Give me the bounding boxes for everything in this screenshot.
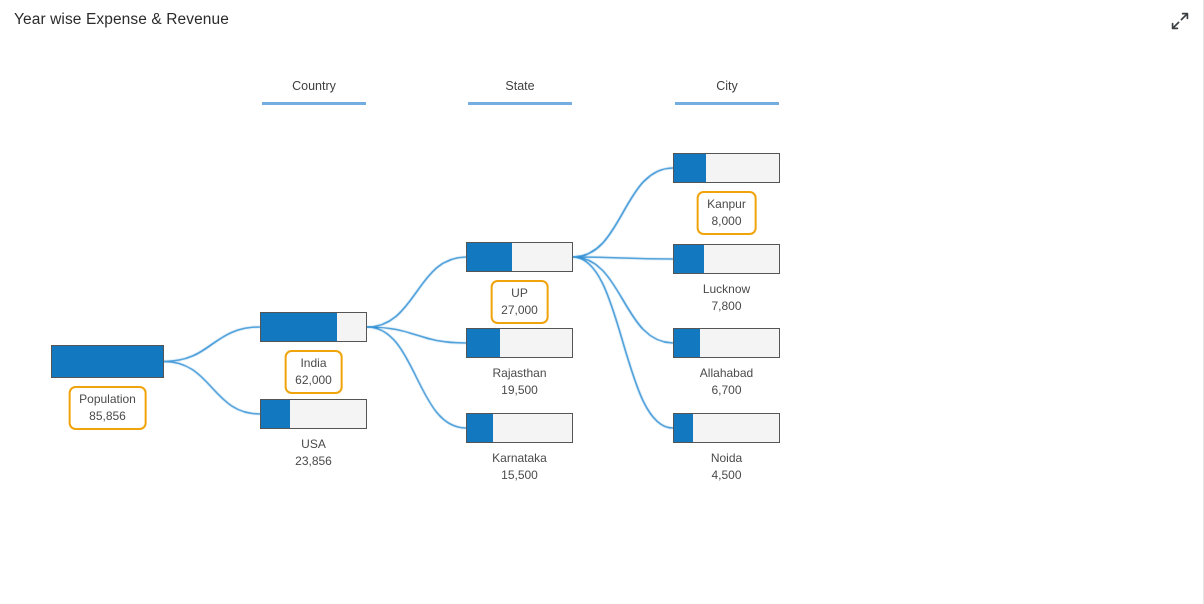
node-value: 7,800 — [711, 298, 742, 313]
node-label-usa: USA 23,856 — [295, 436, 332, 469]
column-header-label: State — [505, 79, 535, 93]
node-name: Kanpur — [707, 197, 746, 211]
node-bar-track — [673, 153, 780, 183]
node-bar-kanpur[interactable] — [673, 153, 780, 183]
node-name: UP — [511, 286, 528, 300]
node-bar-track — [260, 312, 367, 342]
node-bar-fill — [674, 414, 693, 442]
node-label-karnataka: Karnataka 15,500 — [492, 450, 547, 483]
node-value: 27,000 — [501, 302, 538, 317]
node-bar-track — [51, 345, 164, 378]
node-tooltip-kanpur[interactable]: Kanpur 8,000 — [696, 191, 757, 235]
node-bar-fill — [674, 154, 706, 182]
node-bar-fill — [467, 329, 500, 357]
node-name: Karnataka — [492, 451, 547, 465]
node-bar-usa[interactable] — [260, 399, 367, 429]
node-bar-india[interactable] — [260, 312, 367, 342]
node-bar-fill — [467, 243, 513, 271]
node-bar-rajasthan[interactable] — [466, 328, 573, 358]
column-header-country: Country — [262, 78, 366, 105]
column-header-rule — [675, 102, 779, 105]
page-title: Year wise Expense & Revenue — [14, 11, 229, 28]
node-value: 62,000 — [295, 372, 332, 387]
node-name: India — [300, 356, 327, 370]
node-bar-karnataka[interactable] — [466, 413, 573, 443]
node-bar-root[interactable] — [51, 345, 164, 378]
node-bar-fill — [261, 400, 291, 428]
node-label-rajasthan: Rajasthan 19,500 — [492, 365, 546, 398]
node-bar-up[interactable] — [466, 242, 573, 272]
column-header-label: Country — [292, 79, 336, 93]
node-name: Noida — [710, 451, 743, 465]
node-name: USA — [301, 437, 326, 451]
node-name: Rajasthan — [492, 366, 547, 380]
node-value: 4,500 — [711, 467, 742, 482]
node-bar-allahabad[interactable] — [673, 328, 780, 358]
node-bar-track — [466, 328, 573, 358]
node-bar-fill — [674, 245, 705, 273]
node-bar-lucknow[interactable] — [673, 244, 780, 274]
column-header-city: City — [675, 78, 779, 105]
node-value: 23,856 — [295, 453, 332, 468]
node-tooltip-up[interactable]: UP 27,000 — [490, 280, 549, 324]
column-header-label: City — [716, 79, 738, 93]
node-bar-track — [673, 328, 780, 358]
node-name: Allahabad — [699, 366, 754, 380]
node-bar-track — [466, 242, 573, 272]
node-bar-fill — [467, 414, 494, 442]
node-value: 19,500 — [501, 382, 538, 397]
node-tooltip-root[interactable]: Population 85,856 — [68, 386, 147, 430]
node-bar-fill — [52, 346, 163, 377]
expand-arrows-icon[interactable] — [1167, 8, 1193, 34]
node-label-noida: Noida 4,500 — [711, 450, 742, 483]
node-value: 15,500 — [501, 467, 538, 482]
node-label-allahabad: Allahabad 6,700 — [700, 365, 753, 398]
node-tooltip-india[interactable]: India 62,000 — [284, 350, 343, 394]
node-bar-noida[interactable] — [673, 413, 780, 443]
node-bar-track — [673, 413, 780, 443]
node-name: Population — [79, 392, 136, 406]
column-header-state: State — [468, 78, 572, 105]
node-label-lucknow: Lucknow 7,800 — [703, 281, 750, 314]
node-value: 6,700 — [711, 382, 742, 397]
node-name: Lucknow — [702, 282, 751, 296]
node-bar-track — [260, 399, 367, 429]
node-value: 85,856 — [89, 408, 126, 423]
column-header-rule — [262, 102, 366, 105]
node-bar-track — [466, 413, 573, 443]
node-bar-fill — [261, 313, 337, 341]
node-bar-fill — [674, 329, 701, 357]
column-header-rule — [468, 102, 572, 105]
node-bar-track — [673, 244, 780, 274]
node-value: 8,000 — [711, 213, 742, 228]
